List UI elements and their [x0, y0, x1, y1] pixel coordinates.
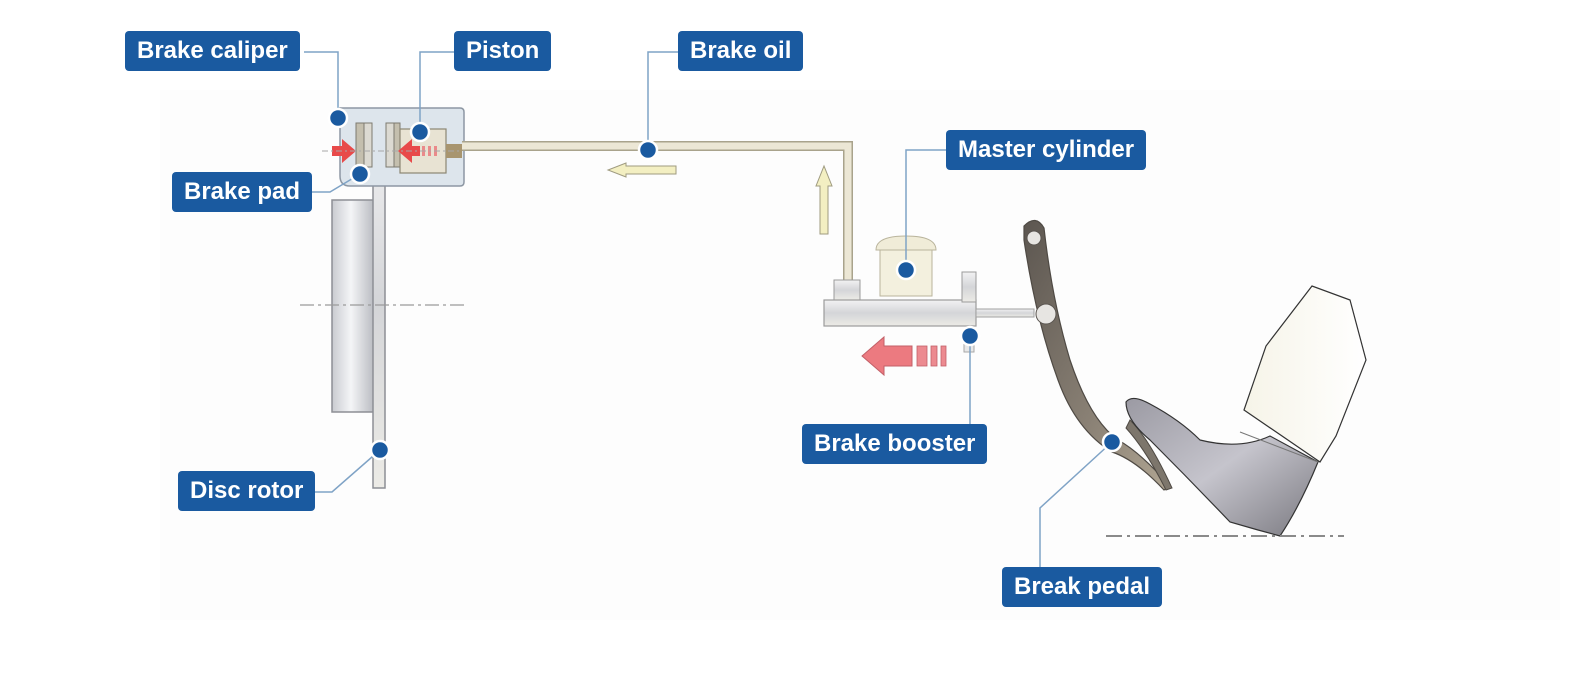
label-brake-oil: Brake oil [678, 31, 804, 71]
label-disc-rotor: Disc rotor [178, 471, 316, 511]
disc-rotor [331, 119, 386, 489]
label-break-pedal: Break pedal [1002, 567, 1163, 607]
fluid-flow-arrow-left [606, 162, 677, 178]
marker-brake-caliper [327, 107, 349, 129]
marker-brake-booster [959, 325, 981, 347]
leader-lines [304, 51, 1113, 570]
brake-pedal [1023, 219, 1173, 491]
marker-piston [409, 121, 431, 143]
label-brake-booster: Brake booster [802, 424, 988, 464]
label-piston: Piston [454, 31, 552, 71]
marker-break-pedal [1101, 431, 1123, 453]
marker-brake-pad [349, 163, 371, 185]
pressure-arrow-left [332, 139, 356, 163]
label-brake-pad: Brake pad [172, 172, 313, 212]
pressure-arrow-booster [861, 335, 913, 377]
fluid-flow-arrow-up [815, 164, 833, 235]
foot-on-pedal [1125, 285, 1367, 537]
marker-master-cylinder [895, 259, 917, 281]
label-brake-caliper: Brake caliper [125, 31, 300, 71]
label-master-cylinder: Master cylinder [946, 130, 1147, 170]
marker-dots [327, 107, 1123, 461]
master-cylinder [823, 235, 1035, 353]
marker-brake-oil [637, 139, 659, 161]
marker-disc-rotor [369, 439, 391, 461]
